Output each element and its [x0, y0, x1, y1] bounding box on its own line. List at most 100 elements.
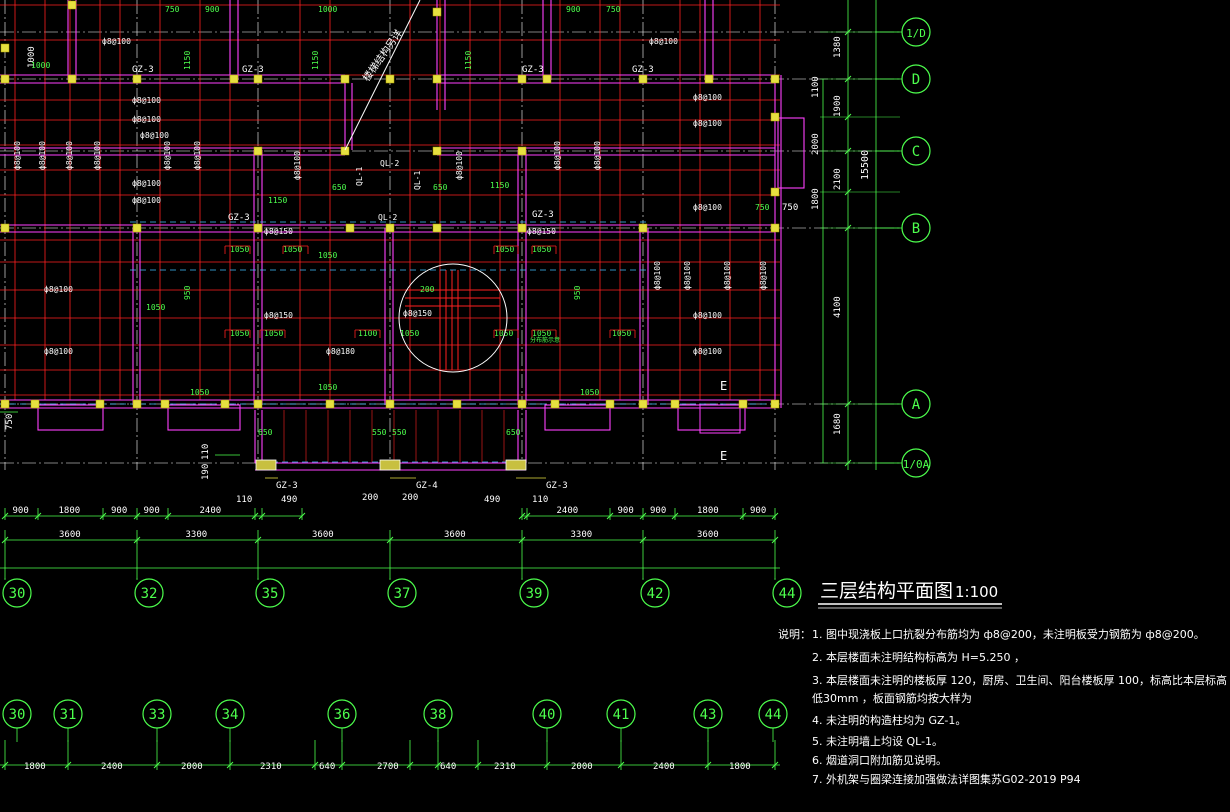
column-gz: [432, 223, 442, 233]
row-axis-bubble-circle: [901, 213, 931, 243]
rebar-label-vert: ф8@100: [65, 141, 74, 170]
green-dim-label: 750: [606, 5, 621, 14]
dim-top1-right-tick: [606, 512, 614, 520]
column-gz: [325, 399, 335, 409]
green-dim-label: 1050: [264, 329, 283, 338]
dim-right-tick: [844, 28, 852, 36]
column-gz: [770, 223, 780, 233]
green-dim-label: 900: [205, 5, 220, 14]
note-4: 4. 未注明的构造柱均为 GZ-1。: [812, 714, 967, 727]
dim-bottom-tick: [1, 761, 9, 769]
dim-right-tick: [844, 113, 852, 121]
rebar-label: ф8@150: [403, 309, 432, 318]
rebar-label: ф8@100: [693, 119, 722, 128]
col-axis-bubble-bottom-circle: [142, 699, 172, 729]
rebar-label: ф8@100: [132, 115, 161, 124]
rebar-label: ф8@180: [326, 347, 355, 356]
col-axis-bubble-top: 37: [387, 578, 417, 608]
rebar-label: ф8@100: [44, 347, 73, 356]
dim-bottom-tick: [704, 761, 712, 769]
column-gz: [95, 399, 105, 409]
column-gz: [229, 74, 239, 84]
column-gz: [770, 74, 780, 84]
gz3-label: GZ-3: [276, 481, 298, 491]
col-axis-bubble-top: 30: [2, 578, 32, 608]
col-axis-bubble-bottom-label: 36: [334, 707, 351, 723]
dim-top1-right-tick: [518, 512, 526, 520]
green-dim-label: 1050: [495, 245, 514, 254]
dim-top1-left-label: 2400: [200, 506, 222, 516]
col-axis-bubble-bottom-circle: [2, 699, 32, 729]
column-gz: [670, 399, 680, 409]
col-axis-bubble-bottom-label: 34: [222, 707, 239, 723]
column-gz: [517, 399, 527, 409]
balcony-outline: [167, 404, 241, 431]
dim-top1-left-tick: [133, 512, 141, 520]
rebar-label-vert: ф8@100: [759, 261, 768, 290]
col-axis-bubble-bottom-label: 30: [9, 707, 26, 723]
col-axis-bubble-top-circle: [772, 578, 802, 608]
green-dim-label: 950: [573, 285, 582, 300]
gz3-label: GZ-3: [546, 481, 568, 491]
dim-right-label: 1800: [811, 188, 821, 210]
detail-callout-circle: [398, 263, 508, 373]
column-gz: [340, 74, 350, 84]
dim-bottom-label: 640: [440, 762, 456, 772]
dim-right-label: 2100: [833, 168, 843, 190]
dim-small-label: 200: [402, 493, 418, 503]
green-dim-label: 1000: [31, 61, 50, 70]
row-axis-bubble: 1/0A: [901, 448, 931, 478]
dim-small-label: 110: [236, 495, 252, 505]
dim-bottom-tick: [434, 761, 442, 769]
dim-top1-left-tick: [298, 512, 306, 520]
green-dim-label: 1050: [612, 329, 631, 338]
col-axis-bubble-bottom-circle: [693, 699, 723, 729]
rebar-label-vert: ф8@100: [593, 141, 602, 170]
dim-bottom-label: 640: [319, 762, 335, 772]
row-axis-bubble-label: B: [912, 221, 920, 237]
dim-top1-left-tick: [34, 512, 42, 520]
rebar-label: ф8@100: [649, 37, 678, 46]
stair-note-leader: [344, 0, 421, 151]
rebar-label-vert: ф8@100: [683, 261, 692, 290]
rebar-label-vert: ф8@100: [163, 141, 172, 170]
col-axis-bubble-top-label: 39: [526, 586, 543, 602]
col-axis-bubble-bottom-circle: [53, 699, 83, 729]
column-gz: [638, 74, 648, 84]
dim-top1-right-label: 1800: [697, 506, 719, 516]
col-axis-bubble-top-label: 37: [394, 586, 411, 602]
column-gz: [517, 223, 527, 233]
col-axis-bubble-bottom-circle: [423, 699, 453, 729]
column-gz: [67, 74, 77, 84]
col-axis-bubble-top: 42: [640, 578, 670, 608]
column-gz-large: [255, 459, 277, 471]
column-gz: [340, 146, 350, 156]
ql1-label: QL-1: [355, 167, 364, 186]
column-gz: [517, 74, 527, 84]
dim-bottom-tick: [338, 761, 346, 769]
rebar-label: ф8@100: [693, 203, 722, 212]
rebar-label: ф8@150: [264, 311, 293, 320]
green-dim-label: 1050: [230, 329, 249, 338]
dim-small-label: 200: [362, 493, 378, 503]
row-axis-bubble: 1/D: [901, 17, 931, 47]
column-gz: [385, 74, 395, 84]
row-axis-bubble: B: [901, 213, 931, 243]
col-axis-bubble-bottom-circle: [215, 699, 245, 729]
ql1-label: QL-1: [413, 171, 422, 190]
note-5: 5. 未注明墙上均设 QL-1。: [812, 735, 944, 748]
rebar-label-vert: ф8@100: [553, 141, 562, 170]
dim-small-label: 490: [484, 495, 500, 505]
dim-bottom-label: 2310: [260, 762, 282, 772]
gz3-label: GZ-3: [132, 65, 154, 75]
col-axis-bubble-bottom: 44: [758, 699, 788, 729]
e-label: E: [720, 379, 727, 393]
column-gz: [638, 399, 648, 409]
col-axis-bubble-bottom-label: 40: [539, 707, 556, 723]
column-gz: [432, 146, 442, 156]
dim-right-label: 1100: [811, 76, 821, 98]
green-dim-label: 1150: [268, 196, 287, 205]
notes-header: 说明：: [778, 628, 811, 641]
dim-top2-label: 3300: [571, 530, 593, 540]
